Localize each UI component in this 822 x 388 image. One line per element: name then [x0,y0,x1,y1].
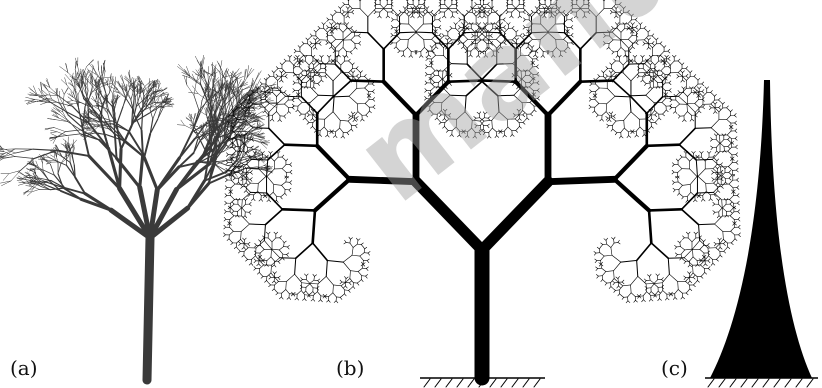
panel-label-b: (b) [336,356,364,380]
panel-c-ground [705,378,818,387]
panel-label-a: (a) [10,356,38,380]
panel-a-tree-photo [0,55,282,380]
panel-c-column [710,80,812,378]
panel-label-c: (c) [661,356,688,380]
